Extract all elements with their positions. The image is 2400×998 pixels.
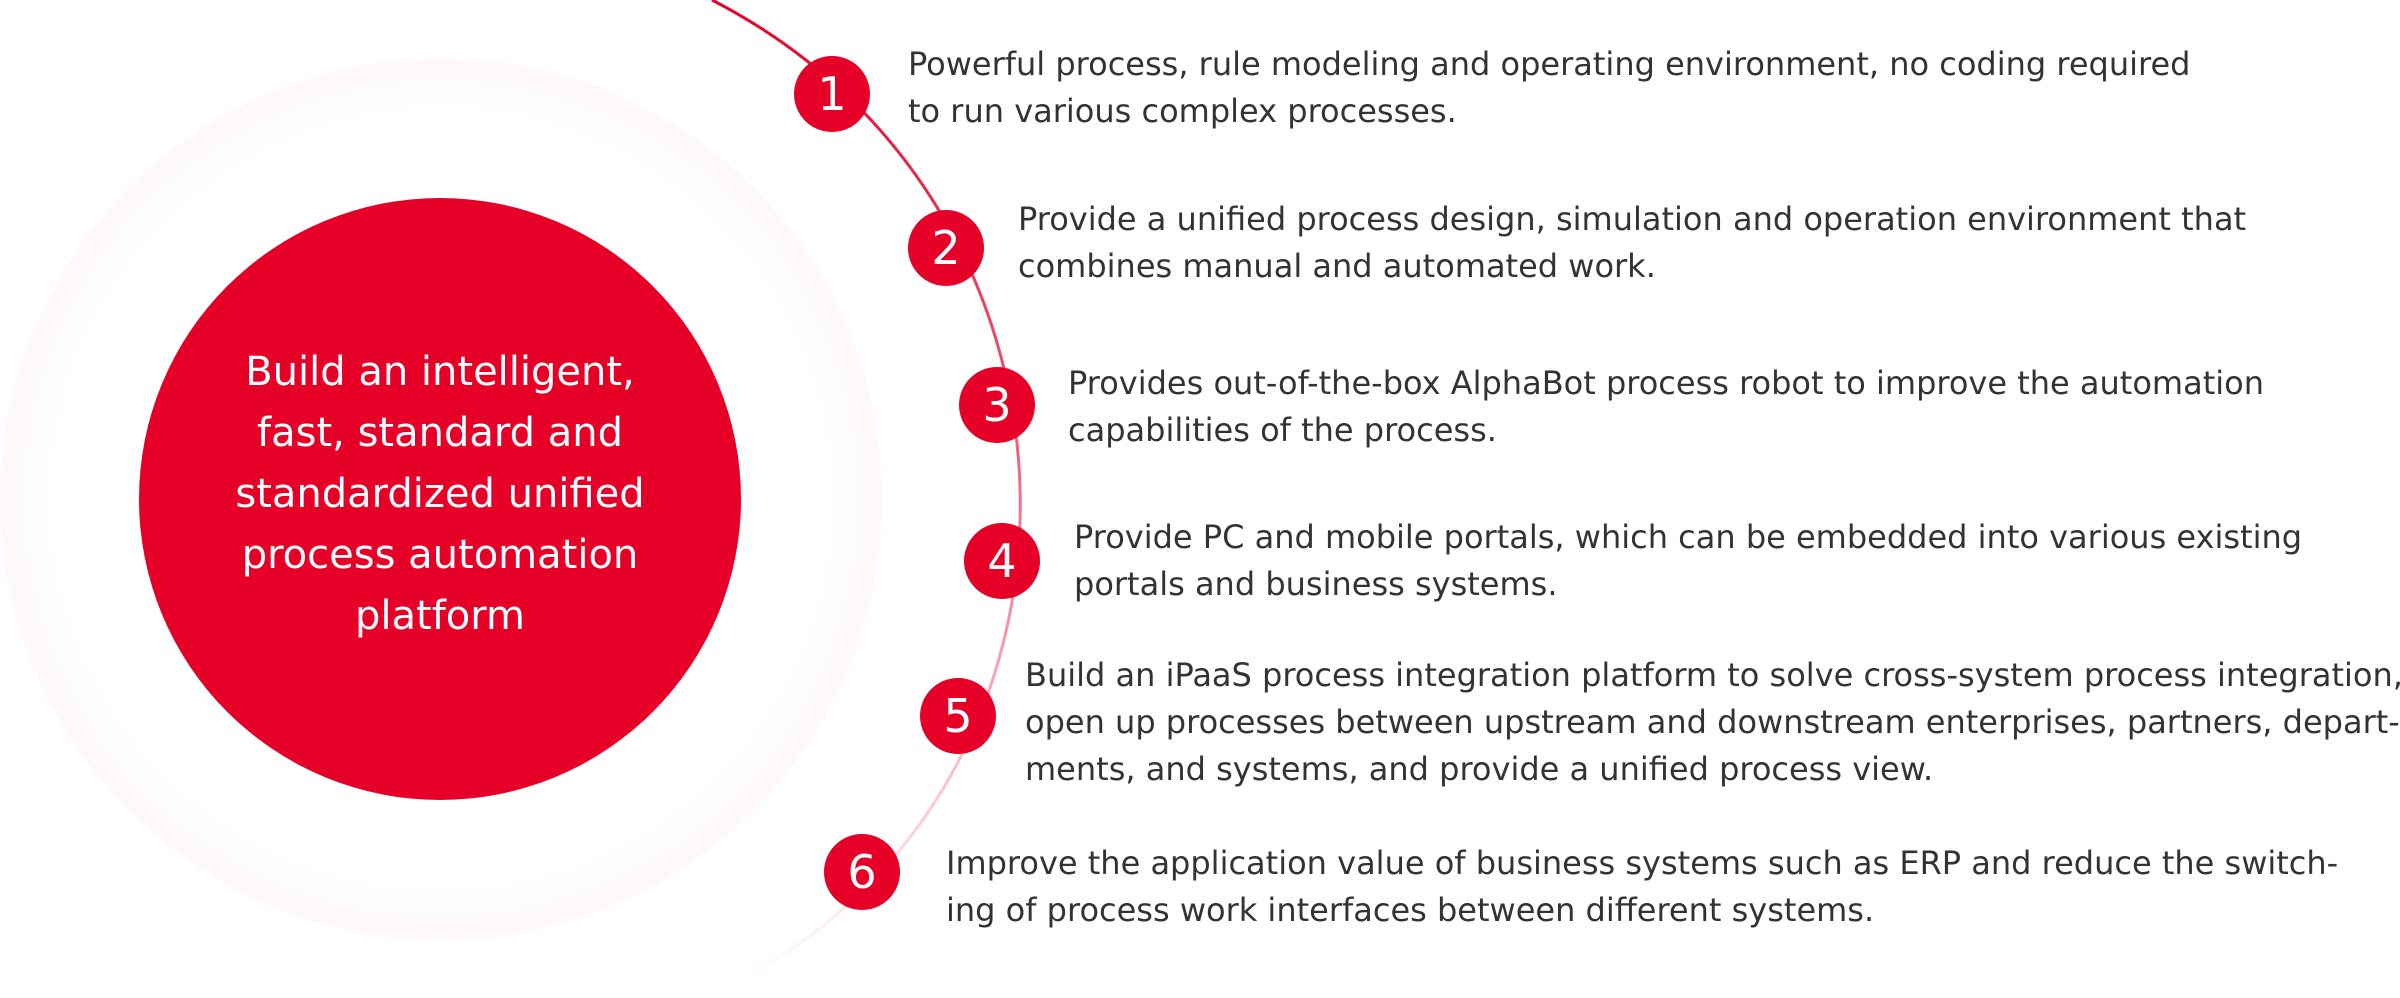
step-text-4: Provide PC and mobile portals, which can…: [1074, 514, 2302, 608]
step-text-line: Provides out-of-the-box AlphaBot process…: [1068, 364, 2264, 402]
step-text-3: Provides out-of-the-box AlphaBot process…: [1068, 360, 2264, 454]
center-title: Build an intelligent, fast, standard and…: [220, 342, 660, 647]
step-badge-5: 5: [920, 678, 996, 754]
center-title-line: standardized unified: [235, 470, 645, 517]
step-badge-6: 6: [824, 834, 900, 910]
step-text-line: combines manual and automated work.: [1018, 247, 1656, 285]
step-text-line: open up processes between upstream and d…: [1025, 703, 2400, 741]
step-text-line: portals and business systems.: [1074, 565, 1558, 603]
step-text-line: to run various complex processes.: [908, 92, 1457, 130]
step-text-1: Powerful process, rule modeling and oper…: [908, 41, 2190, 135]
step-text-5: Build an iPaaS process integration platf…: [1025, 652, 2400, 793]
step-text-line: Build an iPaaS process integration platf…: [1025, 656, 2400, 694]
step-badge-4: 4: [964, 523, 1040, 599]
step-text-line: Provide a unified process design, simula…: [1018, 200, 2247, 238]
step-text-6: Improve the application value of busines…: [946, 840, 2338, 934]
step-text-line: Powerful process, rule modeling and oper…: [908, 45, 2191, 83]
step-text-line: capabilities of the process.: [1068, 411, 1497, 449]
center-title-line: Build an intelligent,: [245, 348, 635, 395]
step-badge-2: 2: [908, 210, 984, 286]
step-badge-3: 3: [959, 367, 1035, 443]
step-text-2: Provide a unified process design, simula…: [1018, 196, 2246, 290]
step-text-line: Provide PC and mobile portals, which can…: [1074, 518, 2303, 556]
center-title-line: fast, standard and: [257, 409, 623, 456]
center-title-line: platform: [355, 592, 525, 639]
center-circle: Build an intelligent, fast, standard and…: [139, 198, 741, 800]
step-badge-1: 1: [794, 56, 870, 132]
step-text-line: Improve the application value of busines…: [946, 844, 2339, 882]
step-text-line: ing of process work interfaces between d…: [946, 891, 1875, 929]
center-title-line: process automation: [241, 531, 639, 578]
step-text-line: ments, and systems, and provide a unifie…: [1025, 750, 1934, 788]
